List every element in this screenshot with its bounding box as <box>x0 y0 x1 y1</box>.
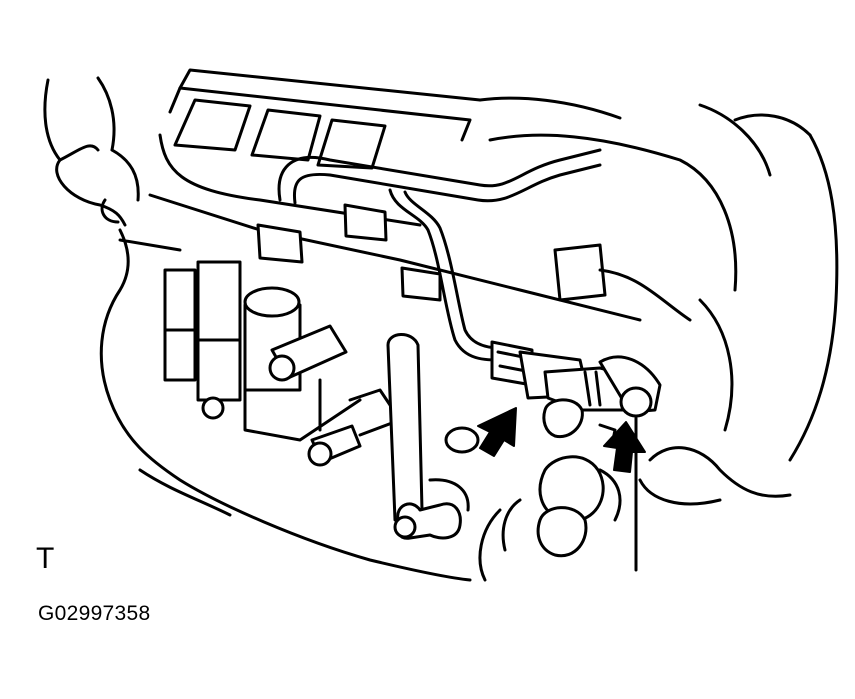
view-letter-label: T <box>36 542 55 575</box>
pointer-arrow-icon <box>477 407 517 457</box>
shift-lever <box>386 333 470 540</box>
valve-body-cylinders <box>163 260 402 467</box>
figure-code-label: G02997358 <box>38 602 151 625</box>
engine-block-outline <box>43 76 472 582</box>
pointer-arrow-left <box>477 407 517 457</box>
pointer-arrow-right <box>603 421 646 473</box>
transmission-housing-right <box>553 133 839 506</box>
mounting-tabs <box>256 203 442 302</box>
lower-fittings <box>444 398 622 582</box>
pointer-arrow-icon <box>603 421 646 473</box>
wire-harness <box>277 148 602 362</box>
